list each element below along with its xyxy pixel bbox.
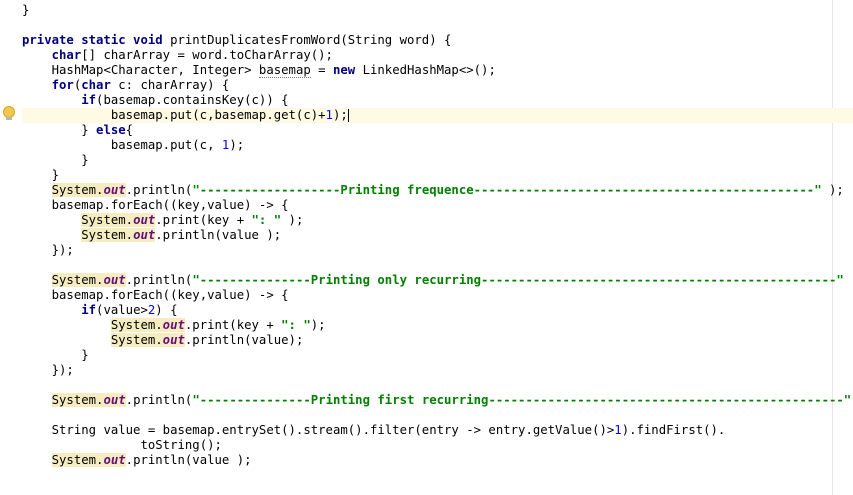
code-line: char[] charArray = word.toCharArray(); — [51, 48, 333, 62]
code-line: } else{ — [81, 123, 134, 137]
code-line: for(char c: charArray) { — [51, 78, 230, 92]
code-line: System.out.println("---------------Print… — [51, 393, 852, 407]
code-line: } — [22, 3, 30, 17]
code-line-current: basemap.put(c,basemap.get(c)+1); — [110, 108, 349, 122]
right-margin-guide — [832, 0, 833, 495]
code-line: basemap.put(c, 1); — [110, 138, 245, 152]
code-line: System.out.println(value ); — [51, 453, 252, 467]
lightbulb-base-icon — [6, 117, 12, 120]
code-line: System.out.println("-------------------P… — [51, 183, 844, 197]
code-line: } — [81, 348, 89, 362]
code-line: System.out.println(value ); — [81, 228, 282, 242]
code-line: String value = basemap.entrySet().stream… — [51, 423, 726, 437]
code-line: private static void printDuplicatesFromW… — [22, 33, 452, 47]
code-line: System.out.println(value); — [110, 333, 304, 347]
code-line: } — [51, 168, 60, 182]
code-line: toString(); — [140, 438, 222, 452]
code-line: }); — [51, 243, 74, 257]
text-caret — [347, 109, 349, 122]
code-line: System.out.println("---------------Print… — [51, 273, 853, 287]
code-line: if(basemap.containsKey(c)) { — [81, 93, 289, 107]
code-line: HashMap<Character, Integer> basemap = ne… — [51, 63, 496, 78]
caret-line-highlight — [22, 108, 853, 123]
code-line: if(value>2) { — [81, 303, 178, 317]
code-line: }); — [51, 363, 74, 377]
code-line: System.out.print(key + ": "); — [110, 318, 326, 332]
code-line: } — [81, 153, 89, 167]
code-line: System.out.print(key + ": " ); — [81, 213, 304, 227]
code-line: basemap.forEach((key,value) -> { — [51, 198, 289, 212]
editor-gutter — [0, 0, 22, 495]
code-line: basemap.forEach((key,value) -> { — [51, 288, 289, 302]
